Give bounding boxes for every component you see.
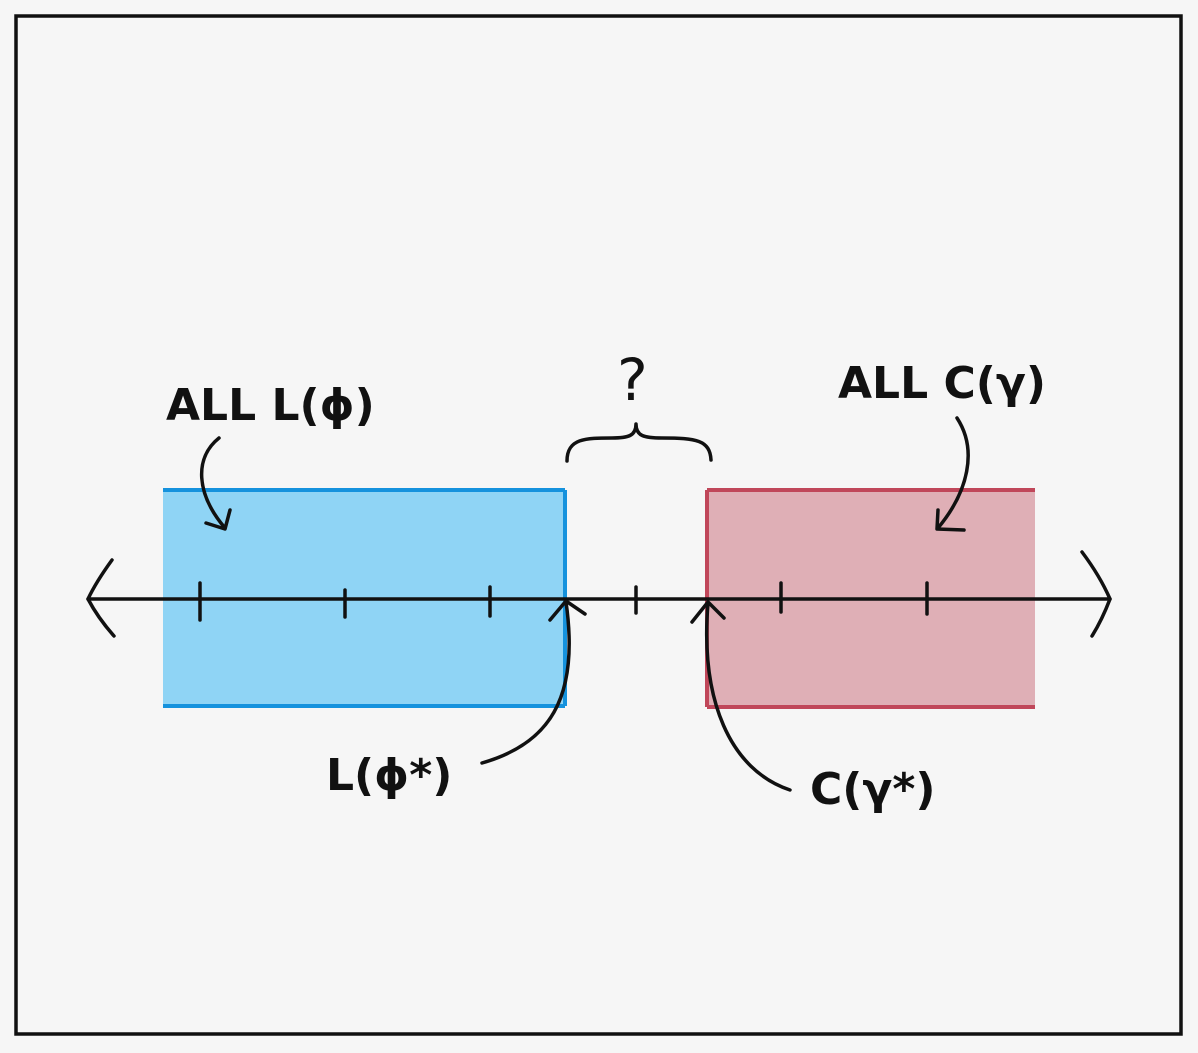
- all-upper-bounds-arrowhead: [935, 508, 966, 532]
- gap-brace: [565, 422, 713, 463]
- all-lower-bounds-label: ALL L(ϕ): [166, 380, 375, 431]
- best-lower-bound-label: L(ϕ*): [326, 750, 452, 801]
- all-lower-bounds-arrowhead: [204, 508, 232, 531]
- all-upper-bounds-label: ALL C(γ): [838, 358, 1046, 409]
- best-lower-bound-arrow: [480, 600, 571, 765]
- all-lower-bounds-arrow: [199, 436, 227, 530]
- gap-question-mark: ?: [617, 346, 648, 414]
- best-lower-bound-arrowhead: [548, 599, 587, 622]
- best-upper-bound-label: C(γ*): [810, 764, 936, 815]
- left-arrow-icon: [86, 558, 116, 638]
- best-upper-bound-arrowhead: [690, 600, 726, 624]
- best-upper-bound-arrow: [705, 601, 792, 792]
- right-arrow-icon: [1080, 550, 1112, 638]
- number-line: [86, 550, 1112, 638]
- all-upper-bounds-arrow: [936, 416, 970, 530]
